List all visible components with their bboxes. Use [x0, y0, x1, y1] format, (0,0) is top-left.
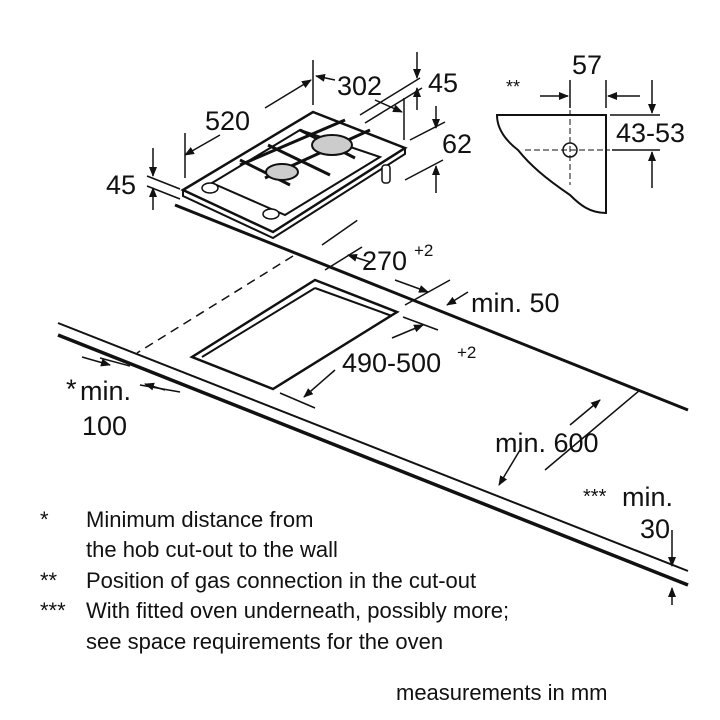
knob — [201, 182, 219, 194]
burner-large — [311, 134, 353, 156]
hob-width-label: 302 — [337, 71, 382, 101]
cutout-outline — [189, 278, 400, 391]
cutout-width-label: 270 — [362, 246, 407, 276]
hob-drawing — [180, 110, 408, 240]
hob-dimensions: 520 302 45 62 45 — [106, 52, 472, 210]
note-marker: ** — [40, 568, 58, 593]
min-back-label: min. 50 — [471, 288, 560, 318]
note-marker: *** — [40, 598, 66, 623]
min-wall-value: 100 — [82, 411, 127, 441]
hob-offset-top-label: 45 — [428, 68, 458, 98]
hob-foot — [381, 164, 391, 184]
cutout-depth-tolerance: +2 — [457, 343, 476, 362]
worktop-drawing — [57, 203, 689, 587]
cutout-depth-label: 490-500 — [342, 348, 441, 378]
cutout-width-tolerance: +2 — [414, 241, 433, 260]
min-wall-label: min. — [80, 376, 131, 406]
note-marker: * — [40, 507, 49, 532]
gas-connection-detail: ** 57 43-53 — [495, 50, 685, 215]
knob — [262, 208, 280, 220]
note-text: see space requirements for the oven — [86, 629, 443, 654]
worktop-depth-label: min. 600 — [495, 428, 599, 458]
connection-offset-label: 57 — [572, 50, 602, 80]
connection-marker: ** — [506, 77, 520, 97]
burner-small — [265, 163, 299, 181]
hob-front-offset-label: 45 — [106, 170, 136, 200]
note-text: the hob cut-out to the wall — [86, 537, 338, 562]
hob-depth-label: 520 — [205, 106, 250, 136]
note-text: Position of gas connection in the cut-ou… — [86, 568, 476, 593]
hob-height-label: 62 — [442, 129, 472, 159]
min-wall-marker: * — [66, 374, 77, 404]
note-text: Minimum distance from — [86, 507, 313, 532]
thickness-label: min. — [622, 482, 673, 512]
thickness-marker: *** — [583, 486, 607, 508]
notes: * Minimum distance from the hob cut-out … — [40, 507, 608, 705]
units-label: measurements in mm — [396, 680, 608, 705]
note-text: With fitted oven underneath, possibly mo… — [86, 598, 509, 623]
thickness-value: 30 — [640, 514, 670, 544]
connection-height-label: 43-53 — [616, 118, 685, 148]
cutout-dimensions: 270 +2 min. 50 490-500 +2 * min. 100 min… — [66, 219, 676, 605]
